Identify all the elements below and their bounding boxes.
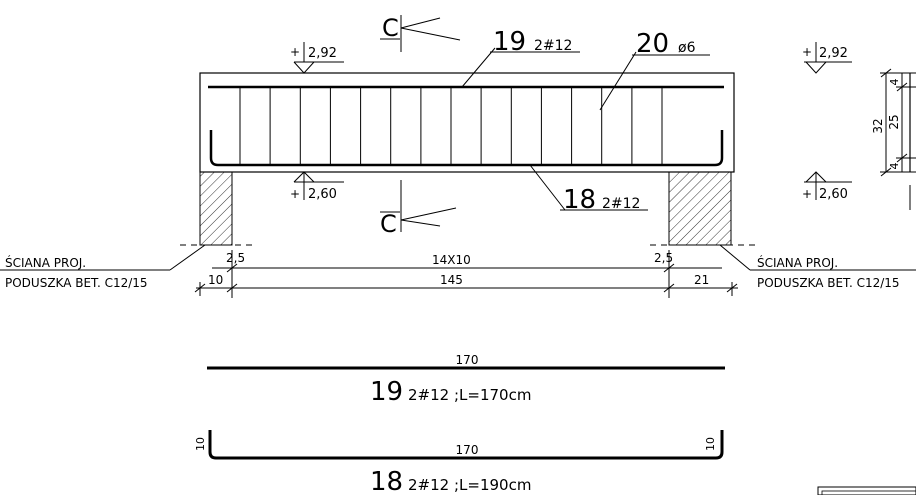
schedule-19-num: 19 <box>370 377 403 407</box>
callout-19-spec: 2#12 <box>534 38 572 54</box>
schedule-19-spec: 2#12 ;L=170cm <box>408 386 531 404</box>
callout-bar-19: 19 2#12 <box>461 27 580 88</box>
level-bottom: 2,60 <box>308 187 337 202</box>
side-level-bottom: + 2,60 <box>802 171 852 202</box>
level-marker-bottom: + 2,60 <box>290 171 344 202</box>
schedule-18-length: 170 <box>456 443 479 457</box>
callout-18-spec: 2#12 <box>602 196 640 212</box>
note-right: ŚCIANA PROJ. PODUSZKA BET. C12/15 <box>719 244 916 290</box>
section-letter-bottom: C <box>380 210 397 238</box>
callout-stirrup-20: 20 ø6 <box>599 29 710 111</box>
note-left: ŚCIANA PROJ. PODUSZKA BET. C12/15 <box>0 244 206 290</box>
svg-text:+: + <box>290 187 300 201</box>
svg-text:+: + <box>802 187 812 201</box>
beam-outline <box>199 72 735 173</box>
callout-20-num: 20 <box>636 29 669 59</box>
callout-20-spec: ø6 <box>678 40 696 56</box>
schedule-bar-18: 170 10 10 18 2#12 ;L=190cm <box>194 430 724 495</box>
side-level-top: + 2,92 <box>802 42 852 74</box>
dim-spacing: 2,5 14X10 2,5 <box>212 250 722 298</box>
dim-cover-left: 2,5 <box>226 251 245 265</box>
dim-cover-right: 2,5 <box>654 251 673 265</box>
note-right-line2: PODUSZKA BET. C12/15 <box>757 276 900 290</box>
svg-text:+: + <box>802 45 812 59</box>
side-level-bottom-text: 2,60 <box>819 187 848 202</box>
note-left-line2: PODUSZKA BET. C12/15 <box>5 276 148 290</box>
callout-bar-18: 18 2#12 <box>529 164 648 215</box>
schedule-18-spec: 2#12 ;L=190cm <box>408 476 531 494</box>
schedule-18-hook-left: 10 <box>194 437 207 451</box>
support-right <box>668 171 732 246</box>
level-top: 2,92 <box>308 46 337 61</box>
cross-section: + 2,92 + 2,60 32 25 4 4 <box>802 42 916 210</box>
dim-support-right: 21 <box>694 273 709 287</box>
side-dim-cover-top: 4 <box>888 79 901 86</box>
stirrups <box>239 87 663 165</box>
section-letter-top: C <box>382 14 399 42</box>
level-marker-top: + 2,92 <box>290 42 344 74</box>
schedule-19-length: 170 <box>456 353 479 367</box>
dim-span-value: 145 <box>440 273 463 287</box>
schedule-18-hook-right: 10 <box>704 437 717 451</box>
title-block-corner <box>817 486 916 495</box>
bottom-bar-18 <box>209 130 724 167</box>
side-dim-total: 32 <box>871 118 885 133</box>
bar-schedule: 170 19 2#12 ;L=170cm 170 10 10 18 2#12 ;… <box>194 353 725 495</box>
side-level-top-text: 2,92 <box>819 46 848 61</box>
dim-span: 10 145 21 <box>194 273 738 296</box>
support-left <box>199 171 233 246</box>
callout-19-num: 19 <box>493 27 526 57</box>
section-cut-top: C <box>380 14 461 52</box>
schedule-18-num: 18 <box>370 467 403 495</box>
note-right-line1: ŚCIANA PROJ. <box>757 255 838 270</box>
dim-support-left: 10 <box>208 273 223 287</box>
dim-stirrup-spacing: 14X10 <box>432 253 471 267</box>
side-dim-inner: 25 <box>887 114 901 129</box>
side-dim-cover-bottom: 4 <box>888 163 901 170</box>
schedule-bar-19: 170 19 2#12 ;L=170cm <box>207 353 725 407</box>
section-cut-bottom: C <box>380 180 457 238</box>
note-left-line1: ŚCIANA PROJ. <box>5 255 86 270</box>
beam-elevation: C C + 2,92 + 2,60 <box>0 14 916 298</box>
svg-text:+: + <box>290 45 300 59</box>
callout-18-num: 18 <box>563 185 596 215</box>
